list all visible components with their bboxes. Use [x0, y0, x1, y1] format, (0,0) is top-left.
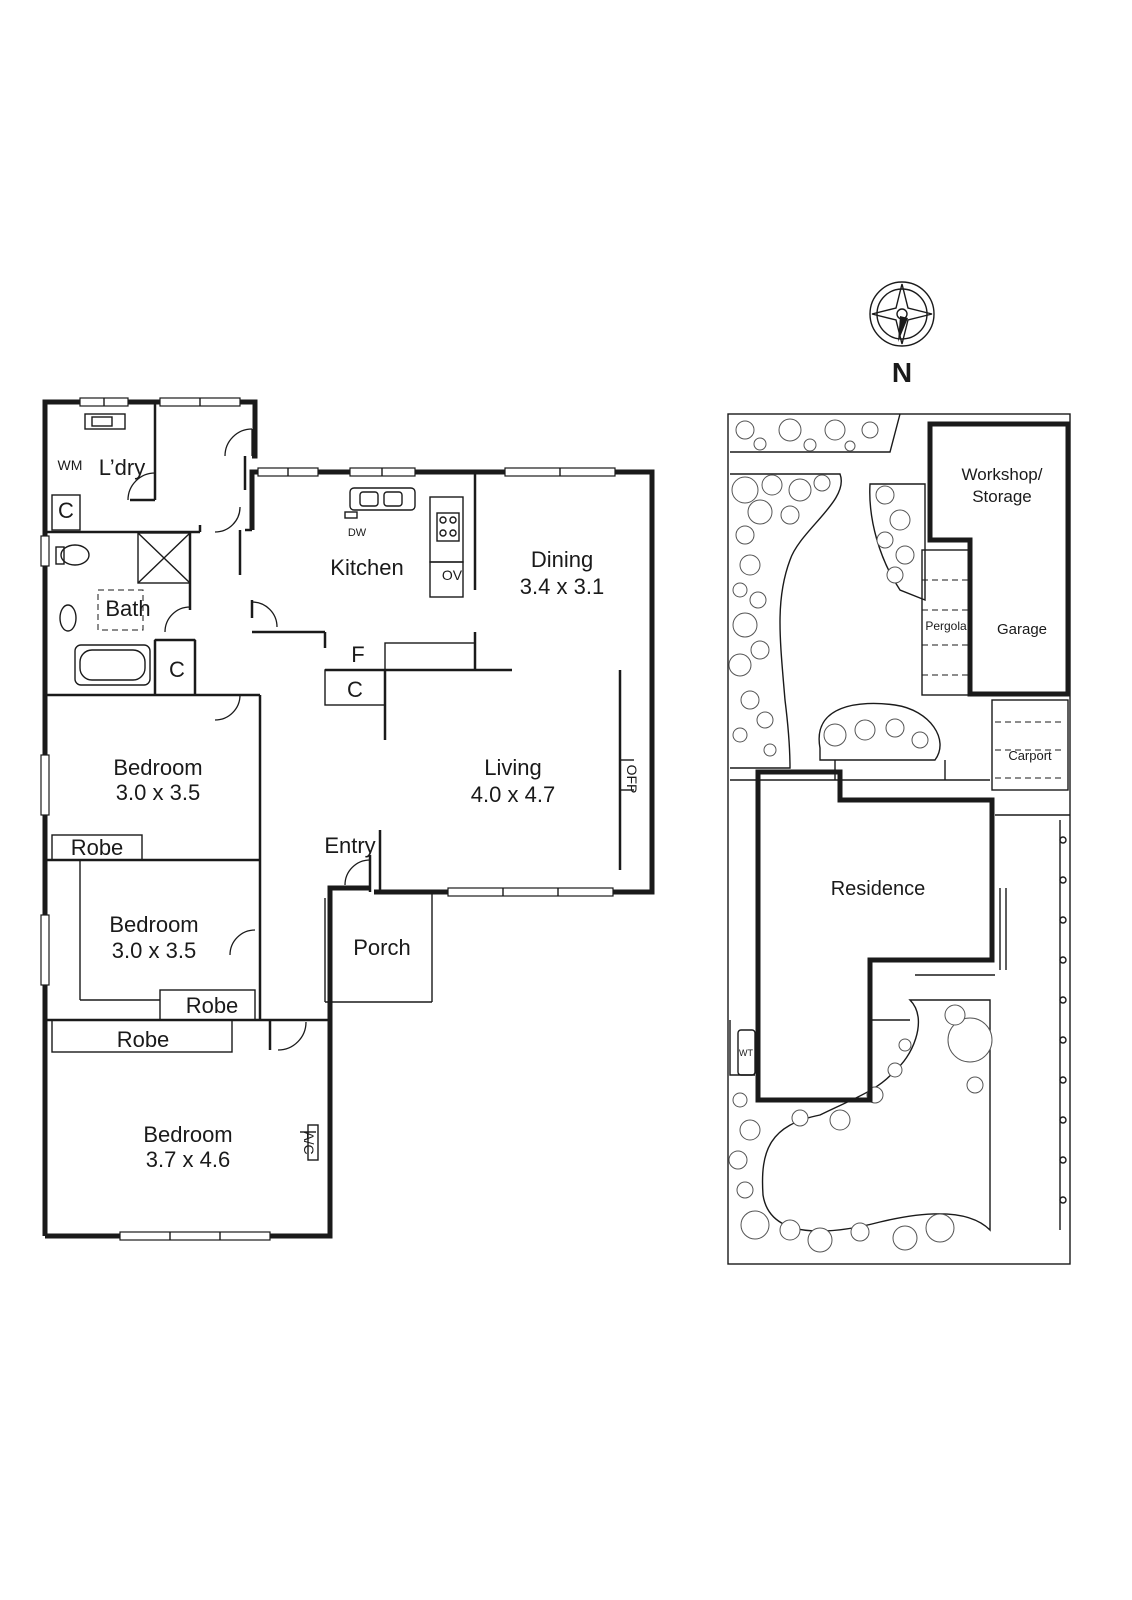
floor-plan: WM L’dry C Bath C Kitchen DW OV Dining 3…: [40, 397, 655, 1241]
fridge-label: F: [351, 642, 364, 667]
ofp-label: OFP: [624, 765, 640, 794]
oven-label: OV: [442, 567, 463, 583]
bath-label: Bath: [105, 596, 150, 621]
carport-label: Carport: [1008, 748, 1052, 763]
garden-beds: [729, 413, 1070, 1232]
bedroom-3-size: 3.7 x 4.6: [146, 1147, 230, 1172]
water-tank-label: WT: [739, 1048, 753, 1058]
pergola-label: Pergola: [925, 619, 967, 633]
door-swings: [127, 428, 371, 1051]
compass-rose: [869, 281, 935, 347]
entry-label: Entry: [324, 833, 375, 858]
living-name: Living: [484, 755, 541, 780]
robe-1-label: Robe: [71, 835, 124, 860]
wm-label: WM: [58, 457, 83, 473]
bedroom-2-size: 3.0 x 3.5: [112, 938, 196, 963]
exterior-wall: [42, 399, 258, 1236]
robe-3-label: Robe: [117, 1027, 170, 1052]
bath-skylight: [97, 589, 144, 631]
residence-building: [755, 769, 995, 1103]
dining-name: Dining: [531, 547, 593, 572]
exterior-wall-front: [249, 469, 655, 895]
living-size: 4.0 x 4.7: [471, 782, 555, 807]
hall-cupboard-label: C: [347, 677, 363, 702]
bedroom-1-name: Bedroom: [113, 755, 202, 780]
compass-north-label: N: [892, 357, 912, 388]
porch-label: Porch: [353, 935, 410, 960]
workshop-label-line2: Storage: [972, 487, 1032, 506]
garden-trees: [728, 418, 993, 1253]
exterior-wall-bottom: [45, 885, 370, 1239]
compass-needle-icon: [898, 316, 908, 342]
bedroom-1-size: 3.0 x 3.5: [116, 780, 200, 805]
dishwasher-label: DW: [348, 527, 367, 539]
bedroom-2-name: Bedroom: [109, 912, 198, 937]
robe-2-label: Robe: [186, 993, 239, 1018]
bedroom-3-name: Bedroom: [143, 1122, 232, 1147]
dining-size: 3.4 x 3.1: [520, 574, 604, 599]
site-plan: Workshop/ Storage Pergola Garage Carport…: [727, 413, 1071, 1265]
laundry-cupboard-label: C: [58, 498, 74, 523]
kitchen-label: Kitchen: [330, 555, 403, 580]
residence-label: Residence: [831, 878, 926, 900]
site-boundary: [727, 413, 1071, 1265]
fence-posts: [1059, 836, 1067, 1204]
workshop-label-line1: Workshop/: [962, 465, 1043, 484]
ac-label: A/C: [301, 1131, 317, 1154]
garage-label: Garage: [997, 621, 1047, 638]
laundry-label: L’dry: [99, 455, 145, 480]
bath-cupboard-label: C: [169, 657, 185, 682]
